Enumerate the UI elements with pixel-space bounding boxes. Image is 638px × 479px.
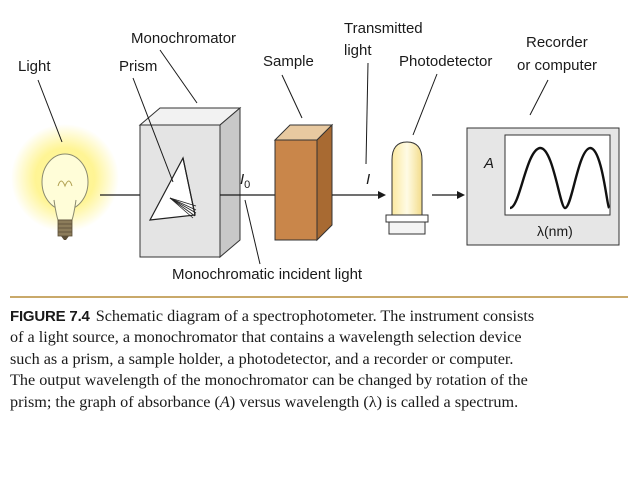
wavelength-symbol: λ (368, 392, 377, 411)
absorbance-symbol: A (219, 392, 230, 411)
light-label: Light (18, 58, 51, 75)
spectrophotometer-diagram: Light Monochromator Prism Sample Transmi… (11, 20, 620, 283)
leader-lines (37, 49, 549, 265)
light-bulb (11, 124, 119, 240)
caption-line-5: prism; the graph of absorbance (A) versu… (10, 392, 519, 411)
monochromator-box (138, 106, 242, 259)
transmitted-label-line2: light (344, 42, 372, 59)
transmitted-label-line1: Transmitted (344, 20, 423, 37)
caption-line-2: of a light source, a monochromator that … (10, 328, 522, 347)
sample-cuvette (273, 123, 334, 242)
graph-y-axis-label: A (483, 155, 494, 172)
caption-divider (10, 296, 628, 298)
prism-label: Prism (119, 58, 157, 75)
caption-line-4: The output wavelength of the monochromat… (10, 371, 528, 390)
caption-line-3: such as a prism, a sample holder, a phot… (10, 349, 514, 368)
recorder-label-line1: Recorder (526, 34, 588, 51)
photodetector (385, 141, 429, 235)
prism (148, 156, 197, 221)
figure-label: FIGURE 7.4 (10, 308, 90, 325)
sample-label: Sample (263, 53, 314, 70)
i-label: I (366, 171, 370, 188)
recorder-box (466, 127, 620, 246)
monochromatic-incident-light-label: Monochromatic incident light (172, 266, 363, 283)
spectrum-curve (509, 146, 611, 210)
graph-x-axis-label: λ(nm) (537, 223, 573, 239)
signal-arrowhead (457, 191, 465, 199)
monochromator-label: Monochromator (131, 30, 236, 47)
photodetector-label: Photodetector (399, 53, 492, 70)
recorder-label-line2: or computer (517, 57, 597, 74)
i0-label: I0 (240, 171, 250, 191)
transmitted-beam-arrowhead (378, 191, 386, 199)
